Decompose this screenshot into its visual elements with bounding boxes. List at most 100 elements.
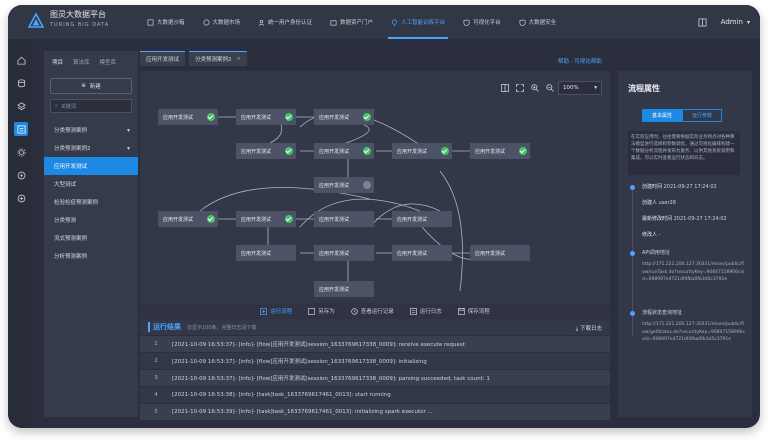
- flow-node[interactable]: 应用开发测试: [236, 143, 296, 159]
- flow-edges: [199, 112, 497, 292]
- home-icon[interactable]: [14, 53, 28, 67]
- project-item[interactable]: 分类预测案例2▾: [44, 139, 138, 157]
- nav-item-security[interactable]: 大数据安全: [510, 5, 566, 39]
- project-item[interactable]: 分析预测案例: [44, 247, 138, 265]
- flow-node[interactable]: 应用开发测试: [392, 245, 452, 261]
- new-project-button[interactable]: ⊕ 新建: [50, 78, 132, 94]
- project-item[interactable]: 分类预测: [44, 211, 138, 229]
- project-item-label: 应用开发测试: [54, 164, 88, 170]
- project-item[interactable]: 大型测试: [44, 175, 138, 193]
- chevron-down-icon[interactable]: ▾: [126, 144, 130, 152]
- zoom-in-icon[interactable]: [530, 83, 540, 93]
- file-tab[interactable]: 应用开发测试: [140, 51, 186, 66]
- flow-node[interactable]: 应用开发测试: [314, 211, 374, 227]
- flow-node[interactable]: 应用开发测试: [314, 177, 374, 193]
- nav-item-market[interactable]: 大数据市场: [194, 5, 250, 39]
- run-flow-button[interactable]: 运行流程: [260, 307, 292, 315]
- file-tab[interactable]: 分类预测案例2×: [189, 51, 248, 66]
- nav-label: 大数据市场: [212, 20, 241, 26]
- chevron-down-icon[interactable]: ▾: [746, 18, 750, 26]
- field-key: 修改人: [642, 232, 658, 238]
- database-icon[interactable]: [14, 76, 28, 90]
- nav-item-sandbox[interactable]: 大数据沙箱: [138, 5, 194, 39]
- flow-node[interactable]: 应用开发测试: [314, 143, 374, 159]
- user-menu[interactable]: Admin ▾: [698, 5, 750, 39]
- node-label: 应用开发测试: [475, 250, 506, 257]
- flow-node[interactable]: 应用开发测试: [158, 211, 218, 227]
- results-hint: 仅显示100条，完整日志请下载: [187, 324, 257, 331]
- api-url[interactable]: http://171.221.200.127:30331/mixer/publi…: [642, 262, 745, 282]
- field-value: 2021-09-27 17:24:02: [663, 184, 717, 190]
- sandbox-icon: [147, 19, 154, 25]
- project-item[interactable]: 流式预测案例: [44, 229, 138, 247]
- brand-subtitle: TURING BIG DATA: [50, 22, 110, 28]
- layers-icon[interactable]: [14, 99, 28, 113]
- save-flow-button[interactable]: 保存流程: [457, 307, 490, 315]
- save-as-button[interactable]: 另存为: [308, 307, 335, 315]
- target-icon[interactable]: [14, 168, 28, 182]
- flow-node[interactable]: 应用开发测试: [470, 143, 530, 159]
- flow-node[interactable]: 应用开发测试: [236, 109, 296, 125]
- running-icon: [363, 181, 371, 189]
- left-rail: [8, 39, 34, 428]
- flow-node[interactable]: 应用开发测试: [470, 245, 530, 261]
- flow-node[interactable]: 应用开发测试: [314, 245, 374, 261]
- check-circle-icon: [285, 147, 293, 155]
- tab-basic-properties[interactable]: 基本属性: [642, 109, 682, 122]
- flow-canvas[interactable]: 100%▾: [140, 71, 610, 303]
- top-bar: 图灵大数据平台 TURING BIG DATA 大数据沙箱 大数据市场 统一用户…: [8, 5, 760, 39]
- flow-node[interactable]: 应用开发测试: [158, 109, 218, 125]
- nav-item-ai[interactable]: 人工智能训练平台: [382, 5, 454, 39]
- project-item[interactable]: 分类预测案例▾: [44, 121, 138, 139]
- tab-algorithms[interactable]: 算法库: [73, 60, 90, 66]
- zoom-select[interactable]: 100%▾: [558, 81, 602, 95]
- help-links[interactable]: 帮助 · 可视化帮助: [558, 59, 602, 65]
- flow-node[interactable]: 应用开发测试: [392, 143, 452, 159]
- zoom-out-icon[interactable]: [545, 83, 555, 93]
- flow-node[interactable]: 应用开发测试: [314, 281, 374, 297]
- check-circle-icon: [363, 113, 371, 121]
- check-circle-icon: [207, 215, 215, 223]
- log-text: [2021-10-09 16:53:37]- [info]- [flow]应用开…: [172, 359, 427, 365]
- flow-node[interactable]: 应用开发测试: [236, 211, 296, 227]
- tab-run-params[interactable]: 运行参数: [682, 109, 722, 122]
- check-circle-icon: [519, 147, 527, 155]
- user-name[interactable]: Admin: [720, 18, 743, 26]
- close-icon[interactable]: ×: [236, 56, 242, 62]
- fullscreen-icon[interactable]: [515, 83, 525, 93]
- project-item[interactable]: 检验检疫预测案例: [44, 193, 138, 211]
- download-log-button[interactable]: ⤓ 下载日志: [576, 324, 602, 333]
- created-time: 创建时间 2021-09-27 17:24:02: [642, 183, 717, 190]
- node-label: 应用开发测试: [319, 148, 350, 155]
- logo-icon: [28, 13, 44, 28]
- nav-item-asset[interactable]: 数据资产门户: [321, 5, 382, 39]
- project-item-selected[interactable]: 应用开发测试: [44, 157, 138, 175]
- nav-item-visual[interactable]: 可视化平台: [454, 5, 510, 39]
- nav-item-auth[interactable]: 统一用户身份认证: [249, 5, 321, 39]
- flow-node[interactable]: 应用开发测试: [392, 211, 452, 227]
- timeline-dot: [630, 251, 635, 256]
- nav-label: 可视化平台: [473, 20, 501, 26]
- plus-circle-icon[interactable]: [14, 191, 28, 205]
- workflow-icon[interactable]: [14, 122, 28, 136]
- nav-label: 大数据安全: [528, 20, 557, 26]
- flow-node[interactable]: 应用开发测试: [314, 109, 374, 125]
- gear-icon[interactable]: [14, 145, 28, 159]
- project-item-label: 分类预测: [54, 218, 77, 224]
- flow-node[interactable]: 应用开发测试: [236, 245, 296, 261]
- run-history-button[interactable]: 查看运行记录: [350, 307, 394, 315]
- log-row: 3[2021-10-09 16:53:37]- [info]- [flow]应用…: [140, 369, 610, 386]
- tab-project[interactable]: 项目: [52, 60, 64, 66]
- results-header: 运行结果 仅显示100条，完整日志请下载 ⤓ 下载日志: [140, 319, 610, 335]
- field-key: 创建人: [642, 200, 658, 206]
- asset-icon: [330, 19, 337, 25]
- run-log-button[interactable]: 运行日志: [409, 307, 442, 315]
- search-input[interactable]: ⌕ 关键词: [50, 99, 132, 113]
- status-url[interactable]: http://171.221.200.127:30331/mixer/publi…: [642, 322, 745, 342]
- grid-icon[interactable]: [500, 83, 510, 93]
- node-label: 应用开发测试: [319, 114, 350, 121]
- tab-models[interactable]: 模型库: [99, 60, 117, 66]
- book-icon[interactable]: [698, 17, 707, 27]
- chevron-down-icon[interactable]: ▾: [126, 126, 130, 134]
- node-label: 应用开发测试: [397, 250, 428, 257]
